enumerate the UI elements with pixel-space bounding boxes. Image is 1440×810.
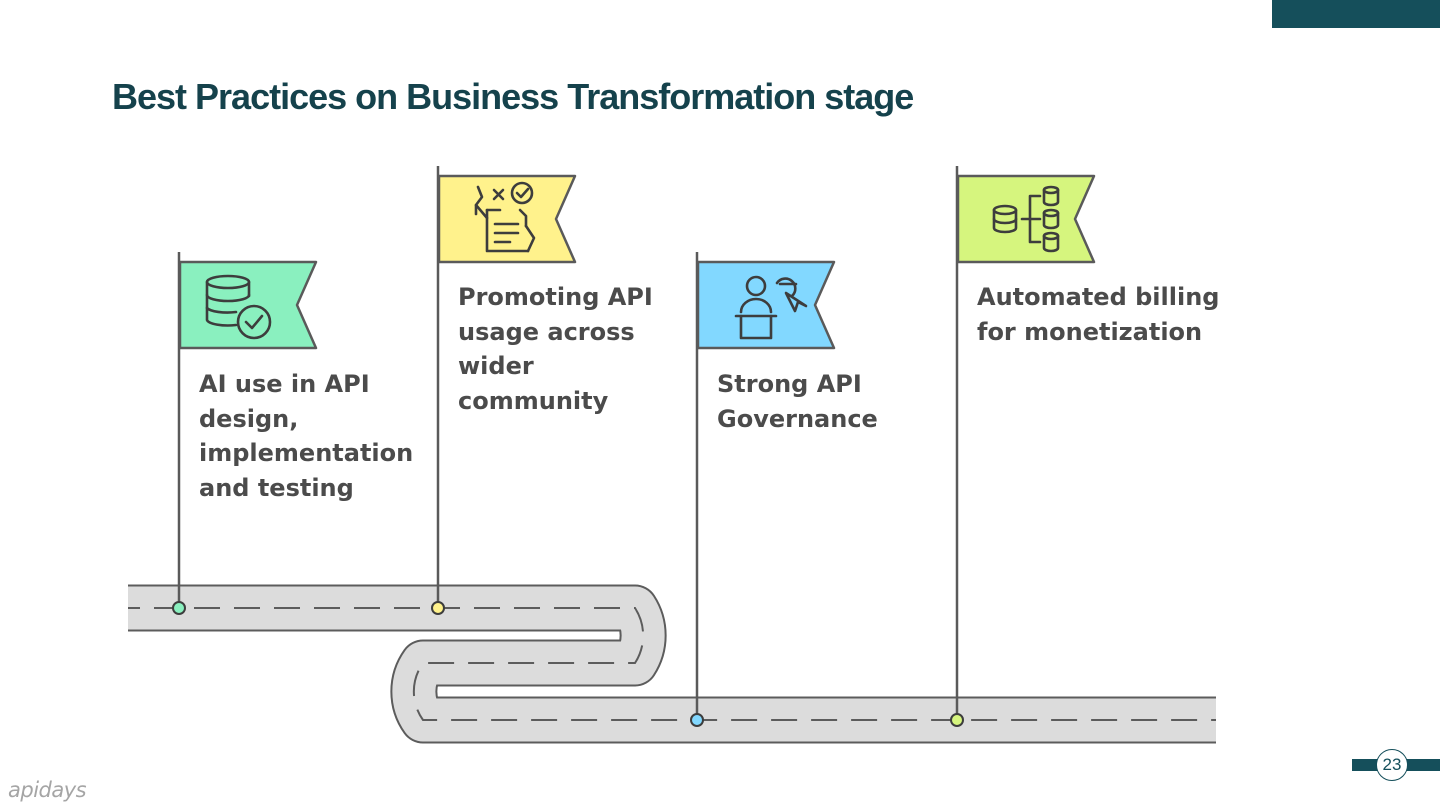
page-number-indicator: 23 [1352,749,1440,783]
page-number: 23 [1376,749,1408,781]
milestone-label-2: Promoting API usage across wider communi… [458,283,653,415]
flag-2 [437,174,577,264]
milestone-label-4: Automated billing for monetization [977,283,1220,346]
milestone-label-3: Strong API Governance [717,370,878,433]
milestone-dot-2 [431,601,445,615]
document-approval-icon [474,181,536,253]
milestone-label-1: AI use in API design, implementation and… [199,370,414,502]
apidays-logo: apidays [8,778,87,802]
corner-accent-bar [1272,0,1440,28]
database-distribution-icon [992,185,1060,253]
milestone-dot-1 [172,601,186,615]
milestone-dot-4 [950,713,964,727]
speaker-podium-icon [734,275,808,340]
winding-road [118,580,1236,750]
flag-3 [696,260,836,350]
milestone-dot-3 [690,713,704,727]
database-check-icon [205,274,272,340]
slide-title: Best Practices on Business Transformatio… [112,76,914,117]
flag-1 [178,260,318,350]
